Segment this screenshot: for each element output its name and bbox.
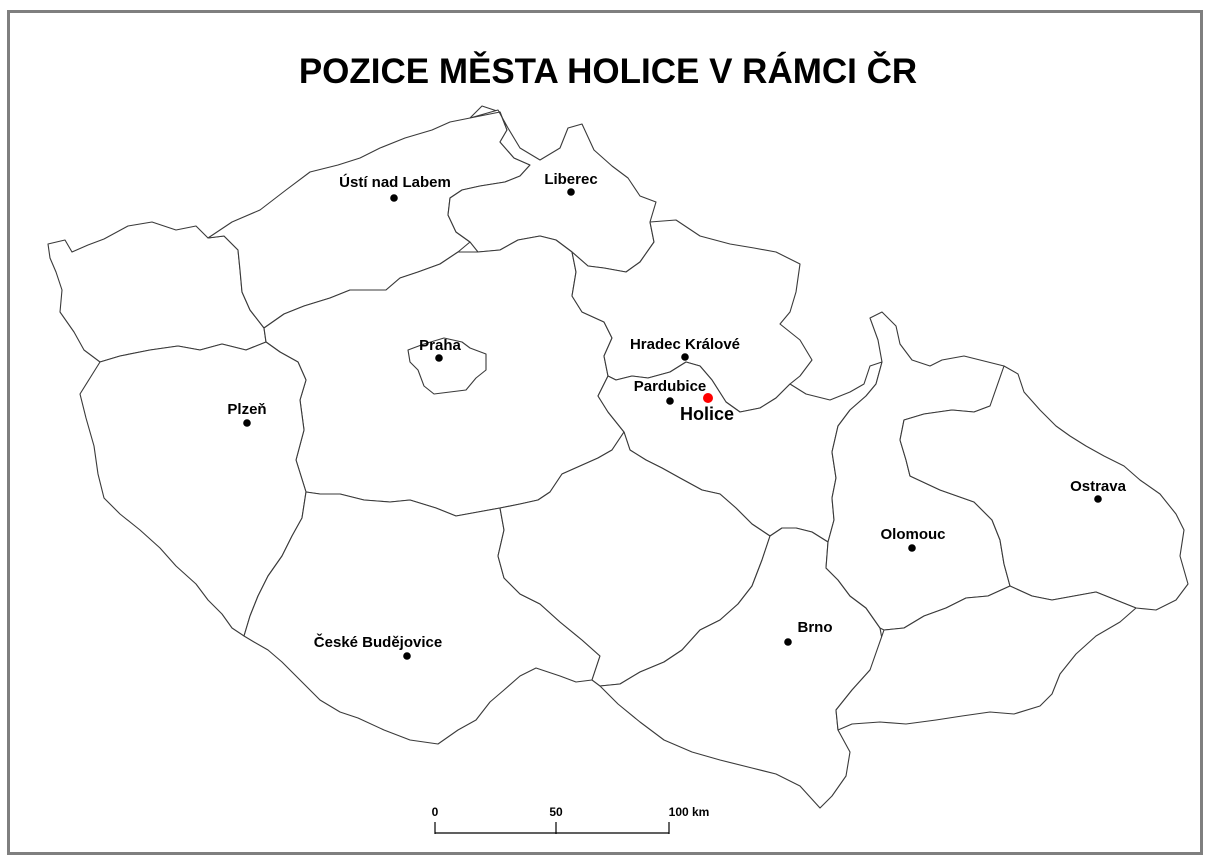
regions	[47, 105, 1189, 809]
city-pardubice-label: Pardubice	[634, 378, 707, 395]
city-brno[interactable]: Brno	[784, 619, 833, 646]
city-ostrava-marker	[1094, 495, 1102, 503]
city-usti-label: Ústí nad Labem	[339, 173, 451, 191]
city-usti-marker	[390, 194, 398, 202]
highlight-holice[interactable]: Holice	[680, 393, 734, 424]
scale-label-0: 0	[432, 805, 439, 819]
city-plzen-marker	[243, 419, 251, 427]
city-liberec-marker	[567, 188, 575, 196]
city-brno-label: Brno	[798, 619, 833, 636]
city-ostrava[interactable]: Ostrava	[1070, 478, 1127, 503]
city-brno-marker	[784, 638, 792, 646]
city-olomouc-marker	[908, 544, 916, 552]
city-plzen-label: Plzeň	[227, 401, 266, 418]
city-budejovice[interactable]: České Budějovice	[314, 633, 442, 660]
region-praha	[407, 337, 487, 395]
city-hradec-marker	[681, 353, 689, 361]
city-budejovice-marker	[403, 652, 411, 660]
holice-marker	[703, 393, 713, 403]
scale-label-100: 100 km	[669, 805, 710, 819]
city-olomouc[interactable]: Olomouc	[880, 526, 946, 552]
cities: Ústí nad Labem Liberec Praha Hradec Král…	[227, 171, 1127, 660]
map-title: POZICE MĚSTA HOLICE V RÁMCI ČR	[299, 51, 917, 91]
city-liberec-label: Liberec	[544, 171, 597, 188]
region-zlinsky	[835, 585, 1137, 731]
region-jihocesky	[243, 491, 601, 745]
city-hradec-label: Hradec Králové	[630, 336, 740, 353]
city-pardubice-marker	[666, 397, 674, 405]
city-usti[interactable]: Ústí nad Labem	[339, 173, 451, 202]
holice-label: Holice	[680, 404, 734, 424]
scale-label-50: 50	[549, 805, 563, 819]
city-praha[interactable]: Praha	[419, 337, 461, 362]
city-plzen[interactable]: Plzeň	[227, 401, 267, 427]
scale-bar: 0 50 100 km	[432, 805, 710, 834]
city-praha-marker	[435, 354, 443, 362]
city-praha-label: Praha	[419, 337, 461, 354]
city-pardubice[interactable]: Pardubice	[634, 378, 707, 405]
city-liberec[interactable]: Liberec	[544, 171, 598, 196]
city-ostrava-label: Ostrava	[1070, 478, 1127, 495]
city-budejovice-label: České Budějovice	[314, 633, 442, 651]
city-hradec[interactable]: Hradec Králové	[630, 336, 740, 361]
city-olomouc-label: Olomouc	[880, 526, 945, 543]
